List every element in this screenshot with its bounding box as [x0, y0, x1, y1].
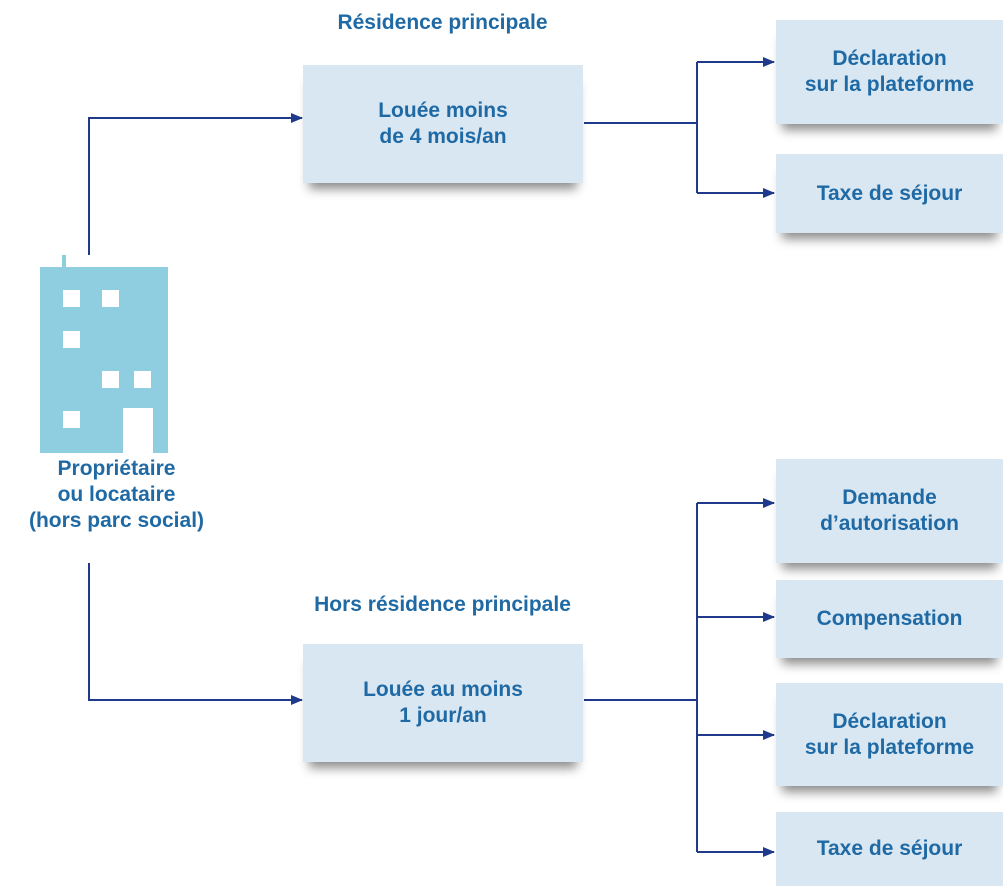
apartment-building-icon	[40, 255, 168, 453]
obligation-declaration-secondary: Déclaration sur la plateforme	[776, 683, 1003, 786]
condition-line: de 4 mois/an	[379, 125, 507, 148]
obligation-line: Taxe de séjour	[816, 837, 963, 860]
obligation-line: Demande	[842, 486, 937, 509]
actor-label: Propriétaire ou locataire (hors parc soc…	[0, 456, 233, 534]
obligation-line: sur la plateforme	[804, 73, 975, 96]
obligation-line: Compensation	[816, 607, 963, 630]
obligation-line: sur la plateforme	[804, 735, 975, 759]
obligation-line: Taxe de séjour	[816, 181, 963, 205]
condition-line: Louée au moins	[363, 678, 523, 701]
condition-box-secondary: Louée au moins 1 jour/an	[303, 644, 583, 762]
obligation-taxe-principal: Taxe de séjour	[776, 154, 1003, 233]
obligation-taxe-secondary: Taxe de séjour	[776, 812, 1003, 886]
obligation-demande-secondary: Demande d’autorisation	[776, 459, 1003, 563]
obligation-line: d’autorisation	[820, 512, 959, 535]
obligation-declaration-principal: Déclaration sur la plateforme	[776, 20, 1003, 124]
obligation-line: Déclaration	[832, 47, 947, 70]
branch-heading-secondary: Hors résidence principale	[314, 593, 571, 616]
actor-label-line: ou locataire	[57, 483, 176, 506]
connector-actor-to-principal	[88, 113, 303, 255]
condition-line: 1 jour/an	[399, 704, 487, 727]
actor-label-line: (hors parc social)	[28, 509, 205, 532]
obligation-line: Déclaration	[832, 709, 947, 733]
condition-line: Louée moins	[378, 99, 508, 122]
branch-heading-principal: Résidence principale	[337, 11, 548, 34]
connector-actor-to-secondary	[88, 563, 303, 705]
obligation-compensation-secondary: Compensation	[776, 580, 1003, 658]
condition-box-principal: Louée moins de 4 mois/an	[303, 65, 583, 183]
actor-label-line: Propriétaire	[57, 457, 176, 480]
